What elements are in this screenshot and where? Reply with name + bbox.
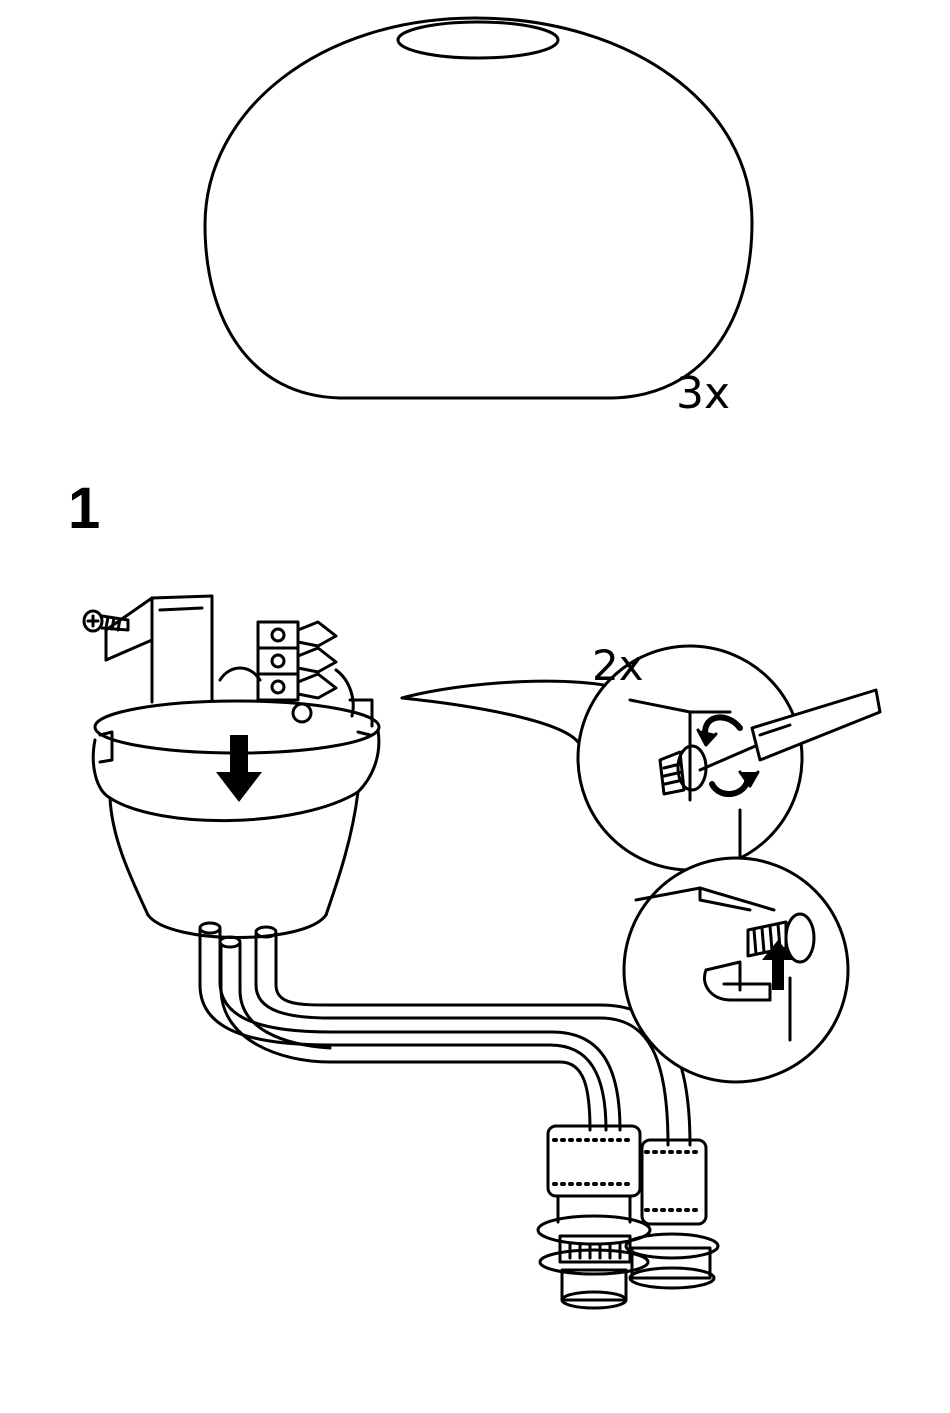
cables-icon	[200, 923, 690, 1145]
mounting-bracket-icon	[106, 596, 212, 702]
detail-circle-bracket	[624, 858, 848, 1082]
glass-shade-icon	[205, 18, 752, 398]
shade-quantity-label: 3x	[676, 372, 730, 416]
step-number: 1	[68, 480, 100, 538]
down-arrow-icon	[216, 735, 262, 802]
screw-quantity-label: 2x	[592, 645, 644, 687]
